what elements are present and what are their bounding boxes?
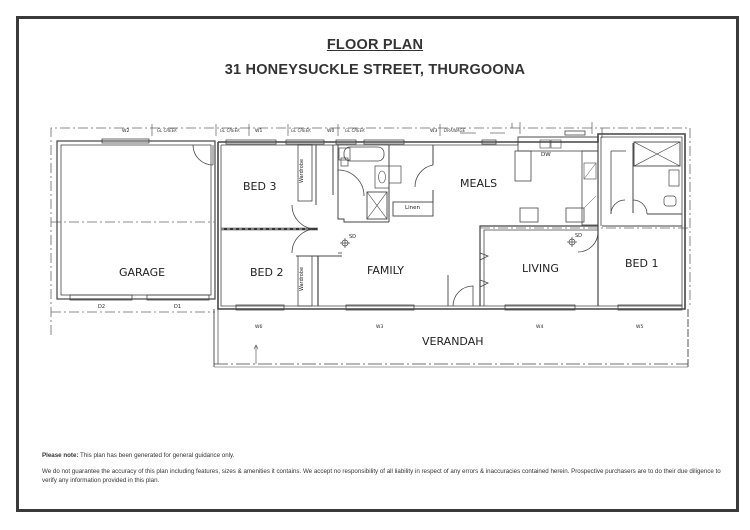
note-label: Please note: bbox=[42, 452, 79, 459]
smoke-detector-icon-living bbox=[567, 237, 577, 247]
disclaimer-note: Please note: This plan has been generate… bbox=[42, 451, 722, 461]
property-address: 31 HONEYSUCKLE STREET, THURGOONA bbox=[224, 62, 526, 78]
bed1-walls bbox=[577, 141, 682, 306]
ensuite-shower bbox=[633, 141, 681, 167]
kitchen bbox=[514, 136, 602, 226]
note-text: This plan has been generated for general… bbox=[78, 452, 235, 459]
living-walls bbox=[447, 225, 598, 307]
disclaimer-body: We do not guarantee the accuracy of this… bbox=[42, 467, 721, 485]
smoke-detector-icon-family bbox=[340, 238, 350, 248]
house-outer-walls bbox=[217, 133, 686, 310]
wardrobe-bed3 bbox=[297, 144, 313, 202]
page-title: FLOOR PLAN bbox=[326, 37, 424, 53]
disclaimer: Please note: This plan has been generate… bbox=[42, 451, 722, 492]
linen-closet bbox=[392, 145, 434, 217]
garage-walls bbox=[56, 138, 216, 301]
bathroom bbox=[332, 145, 402, 223]
top-annotations bbox=[151, 122, 593, 136]
wardrobe-bed2 bbox=[297, 255, 313, 307]
shower bbox=[366, 191, 388, 220]
top-windows bbox=[225, 130, 586, 145]
verandah-outline bbox=[213, 309, 689, 368]
boundary-lines bbox=[50, 123, 691, 335]
page-frame bbox=[16, 16, 739, 512]
bottom-windows bbox=[235, 304, 683, 311]
